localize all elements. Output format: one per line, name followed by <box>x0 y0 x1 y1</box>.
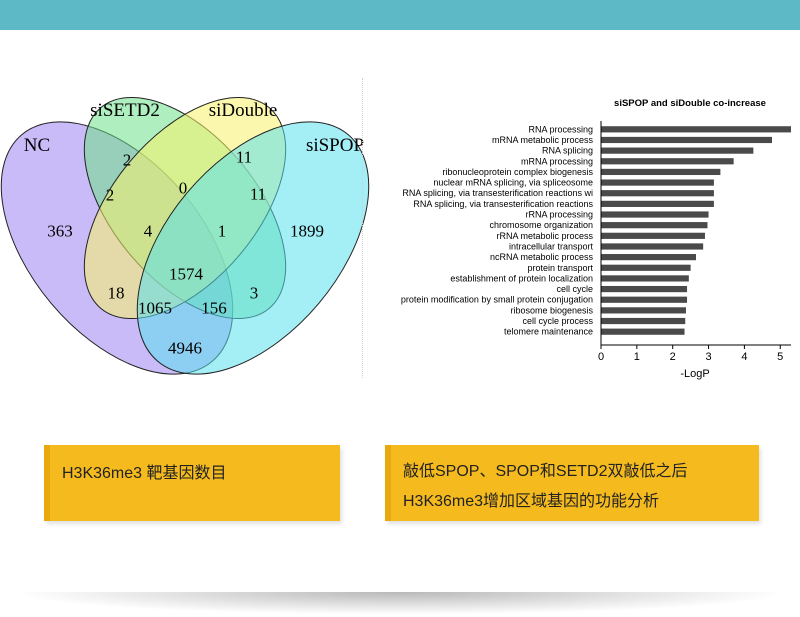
caption-right-line-2: H3K36me3增加区域基因的功能分析 <box>403 493 660 510</box>
venn-diagram: NC siSETD2 siDouble siSPOP 363 2 11 1899 2 0 11 4 1… <box>0 96 370 375</box>
venn-set-label: siSPOP <box>306 135 364 156</box>
venn-region-value: 1574 <box>169 265 204 284</box>
category-label: chromosome organization <box>489 220 593 230</box>
bar <box>601 222 708 229</box>
category-label: cell cycle <box>556 284 593 294</box>
category-label: ncRNA metabolic process <box>490 252 594 262</box>
bar <box>601 275 689 282</box>
venn-region-value: 2 <box>106 186 115 205</box>
category-label: establishment of protein localization <box>450 273 593 283</box>
venn-region-value: 11 <box>236 148 252 167</box>
venn-region-value: 2 <box>123 151 132 170</box>
x-axis-label: -LogP <box>680 368 709 380</box>
bar <box>601 264 691 271</box>
caption-left-text: H3K36me3 靶基因数目 <box>62 465 227 482</box>
x-tick-label: 0 <box>598 351 604 363</box>
venn-set-label: siDouble <box>209 100 278 121</box>
category-label: protein modification by small protein co… <box>401 295 593 305</box>
bar <box>601 190 714 197</box>
venn-region-value: 363 <box>47 222 73 241</box>
venn-region-value: 4946 <box>168 339 202 358</box>
category-label: intracellular transport <box>509 241 594 251</box>
bar <box>601 168 721 176</box>
venn-region-value: 1065 <box>138 299 172 318</box>
bar <box>601 307 686 314</box>
category-label: ribosome biogenesis <box>510 305 593 315</box>
caption-functional-analysis: 敲低SPOP、SPOP和SETD2双敲低之后 H3K36me3增加区域基因的功能… <box>385 445 759 521</box>
category-label: RNA processing <box>528 124 593 134</box>
bar <box>601 243 704 250</box>
category-label: protein transport <box>527 263 593 273</box>
bar <box>601 126 791 133</box>
top-header-bar <box>0 0 800 30</box>
category-label: rRNA metabolic process <box>496 231 593 241</box>
bar <box>601 232 705 239</box>
category-label: RNA splicing, via transesterification re… <box>402 188 593 198</box>
category-label: RNA splicing, via transesterification re… <box>413 199 593 209</box>
x-tick-label: 4 <box>741 351 747 363</box>
venn-region-value: 18 <box>108 284 125 303</box>
bar <box>601 200 714 207</box>
chart-title: siSPOP and siDouble co-increase <box>614 98 766 109</box>
category-label: nuclear mRNA splicing, via spliceosome <box>433 178 593 188</box>
category-label: mRNA processing <box>521 156 593 166</box>
category-label: mRNA metabolic process <box>492 135 594 145</box>
category-label: rRNA processing <box>525 210 593 220</box>
venn-region-value: 1899 <box>290 222 324 241</box>
caption-accent-stripe <box>44 445 50 521</box>
bar <box>601 254 696 261</box>
go-bar-chart: siSPOP and siDouble co-increase RNA proc… <box>401 98 791 380</box>
x-tick-label: 3 <box>705 351 711 363</box>
bar <box>601 285 688 293</box>
bar <box>601 317 686 325</box>
caption-target-gene-count: H3K36me3 靶基因数目 <box>44 445 340 521</box>
venn-set-label: NC <box>24 135 50 156</box>
bar <box>601 179 714 186</box>
x-tick-label: 5 <box>777 351 783 363</box>
bar <box>601 296 688 303</box>
caption-right-line-1: 敲低SPOP、SPOP和SETD2双敲低之后 <box>403 463 688 480</box>
category-label: telomere maintenance <box>504 327 593 337</box>
category-label: RNA splicing <box>542 146 593 156</box>
venn-set-label: siSETD2 <box>90 100 160 121</box>
venn-region-value: 3 <box>250 284 259 303</box>
top-header-bar-fill <box>0 0 800 30</box>
bar <box>601 136 772 144</box>
venn-region-value: 0 <box>179 179 188 198</box>
x-tick-label: 1 <box>634 351 640 363</box>
bar <box>601 158 734 165</box>
category-label: ribonucleoprotein complex biogenesis <box>442 167 593 177</box>
panel-divider <box>362 78 363 378</box>
venn-ellipse-sispop <box>136 121 370 375</box>
bar <box>601 211 709 218</box>
bottom-shadow <box>20 592 780 614</box>
venn-region-value: 11 <box>250 185 266 204</box>
bar <box>601 328 685 335</box>
x-tick-label: 2 <box>670 351 676 363</box>
venn-region-value: 156 <box>201 299 227 318</box>
venn-region-value: 4 <box>144 222 153 241</box>
venn-region-value: 1 <box>218 222 227 241</box>
caption-accent-stripe <box>385 445 391 521</box>
bar <box>601 147 754 154</box>
category-label: cell cycle process <box>522 316 593 326</box>
